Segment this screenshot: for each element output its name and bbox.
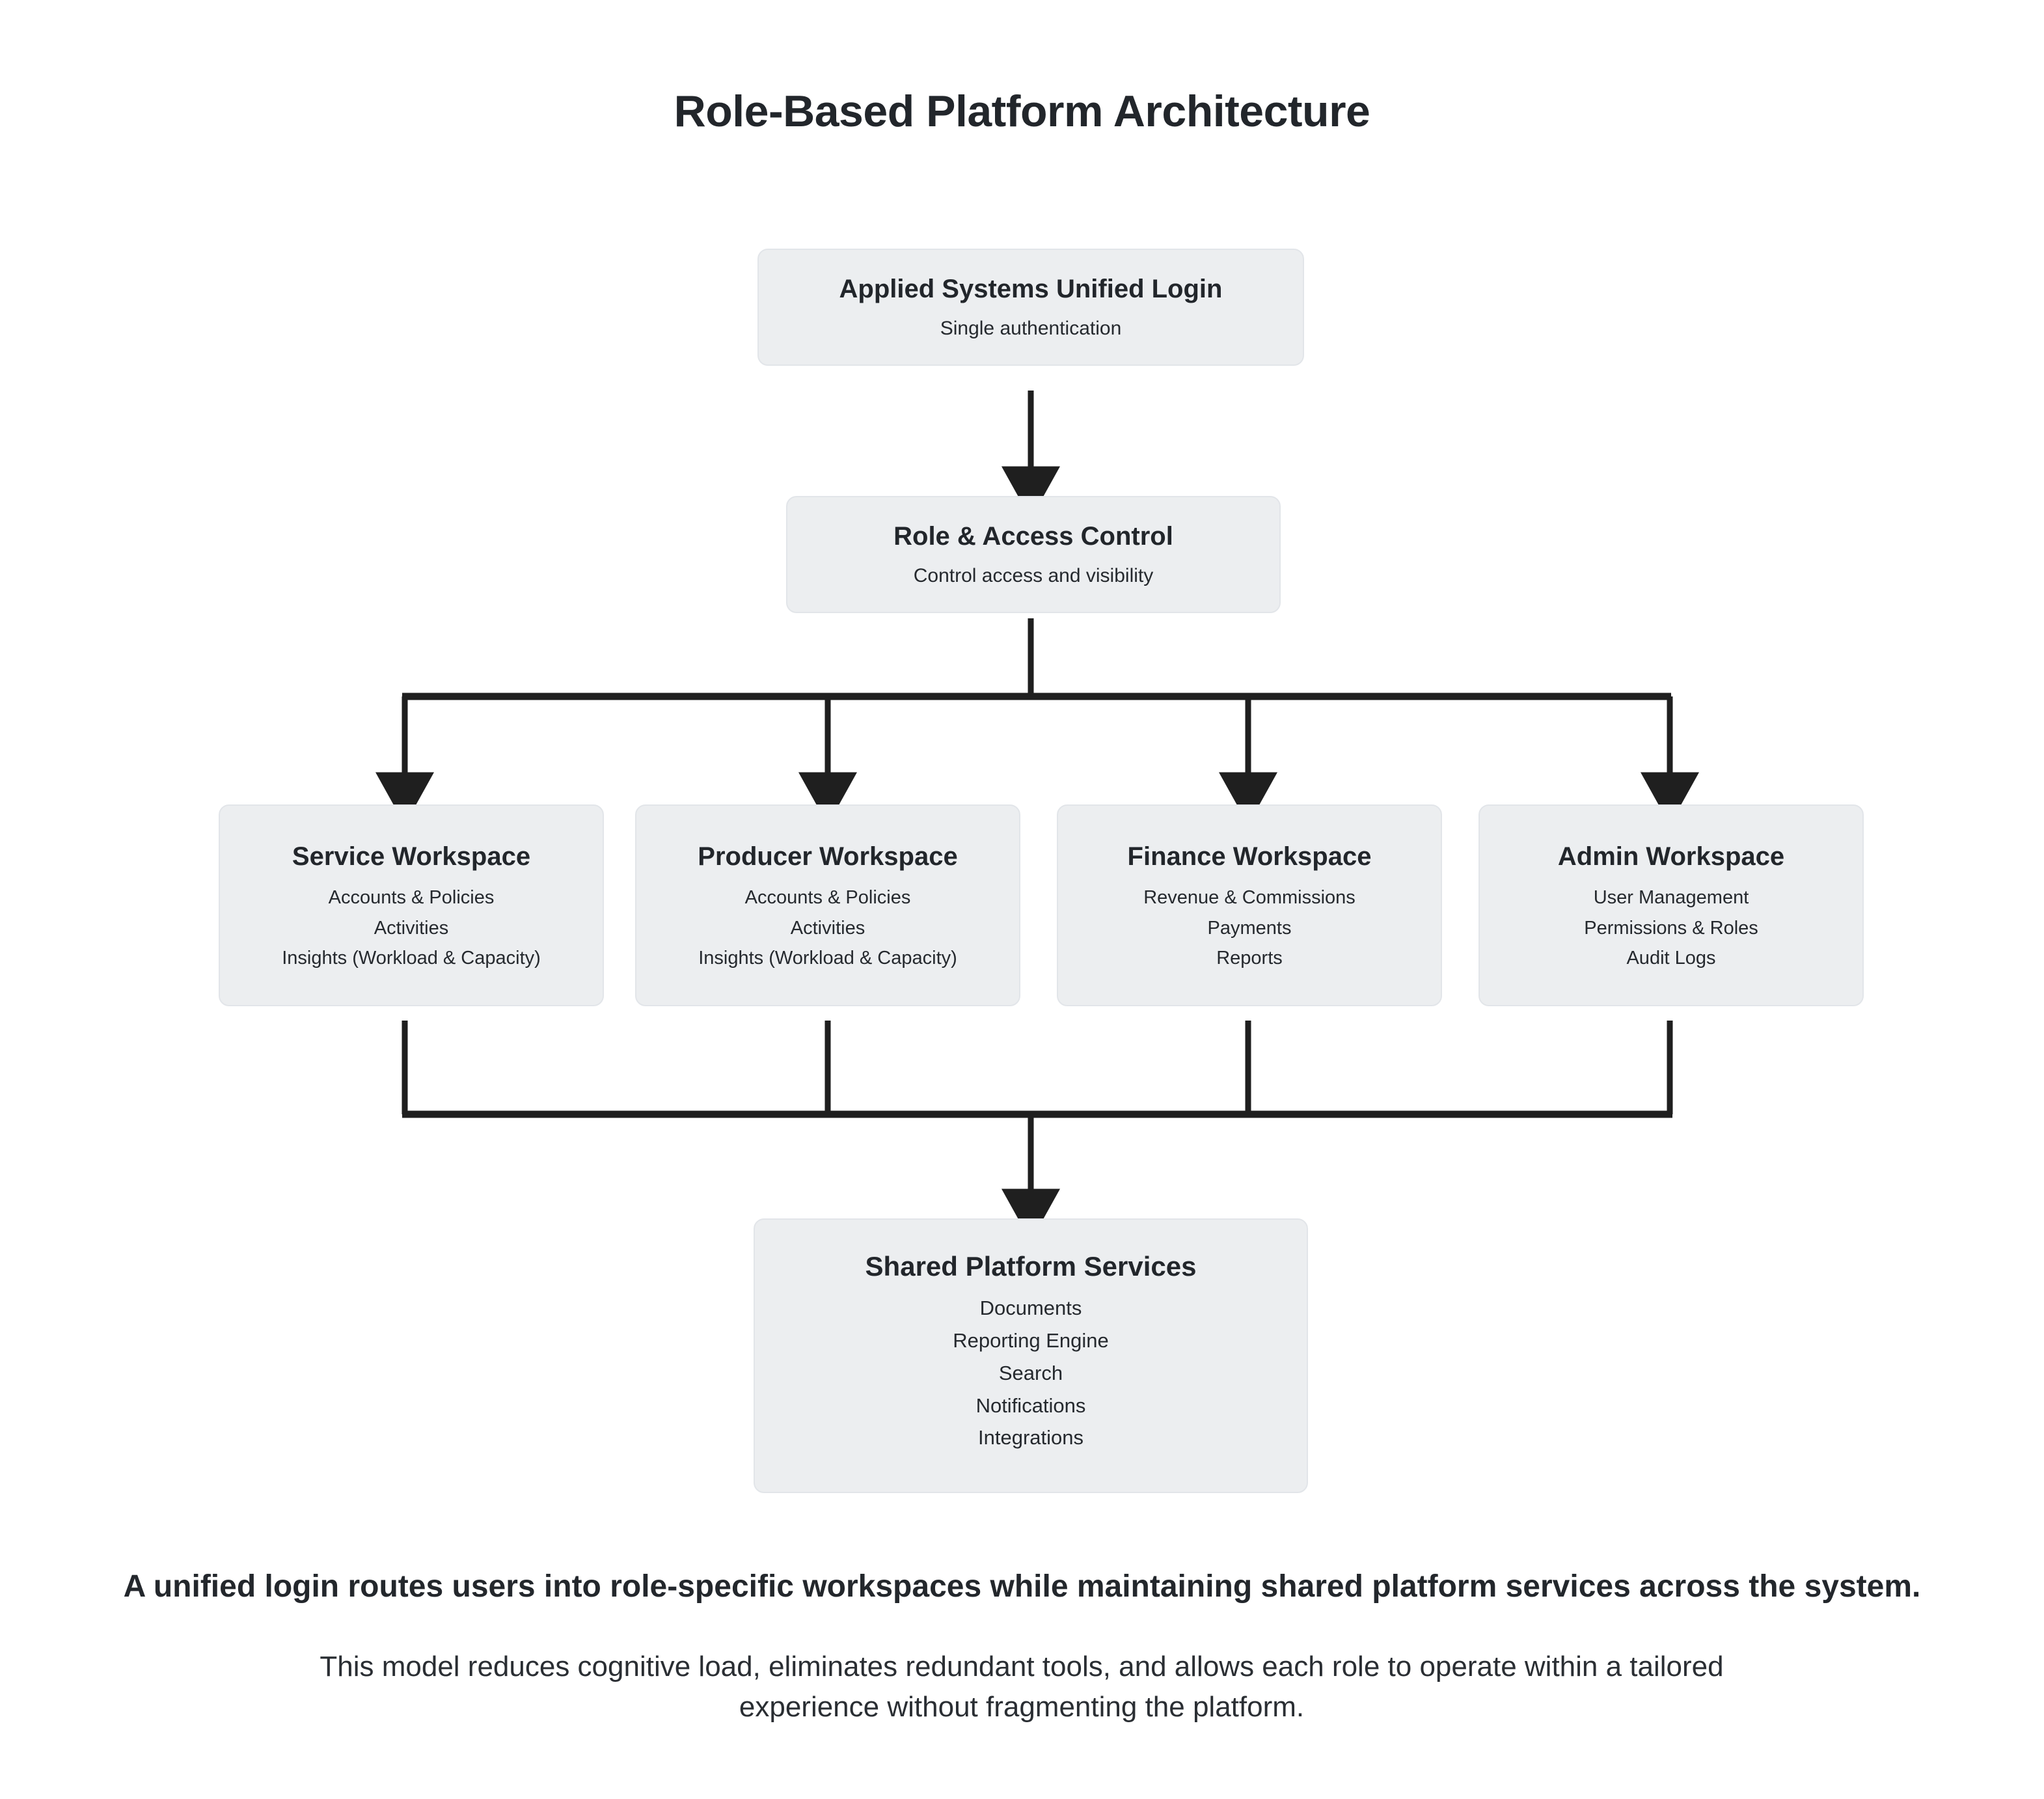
node-item: Search — [998, 1361, 1063, 1384]
node-title: Service Workspace — [292, 842, 531, 871]
node-item: Revenue & Commissions — [1143, 887, 1356, 909]
node-service-workspace[interactable]: Service Workspace Accounts & Policies Ac… — [219, 804, 604, 1006]
node-item: Reporting Engine — [953, 1329, 1109, 1353]
node-title: Role & Access Control — [893, 522, 1173, 551]
node-shared-platform-services[interactable]: Shared Platform Services Documents Repor… — [754, 1218, 1308, 1493]
node-item: Insights (Workload & Capacity) — [282, 948, 541, 969]
node-subtitle: Single authentication — [940, 318, 1122, 340]
node-title: Producer Workspace — [698, 842, 958, 871]
node-item: User Management — [1593, 887, 1749, 909]
node-title: Admin Workspace — [1557, 842, 1785, 871]
node-subtitle: Control access and visibility — [913, 565, 1154, 587]
page-title: Role-Based Platform Architecture — [674, 87, 1370, 136]
node-item: Notifications — [975, 1394, 1086, 1417]
node-item: Activities — [790, 917, 865, 939]
node-item: Documents — [979, 1297, 1082, 1320]
node-item: Payments — [1207, 917, 1292, 939]
node-applied-systems-unified-login[interactable]: Applied Systems Unified Login Single aut… — [757, 249, 1304, 366]
node-item: Accounts & Policies — [744, 887, 911, 909]
node-item: Integrations — [978, 1426, 1083, 1449]
node-role-and-access-control[interactable]: Role & Access Control Control access and… — [786, 496, 1281, 613]
node-admin-workspace[interactable]: Admin Workspace User Management Permissi… — [1478, 804, 1864, 1006]
caption-secondary: This model reduces cognitive load, elimi… — [320, 1651, 1724, 1723]
node-title: Shared Platform Services — [865, 1251, 1197, 1282]
node-title: Finance Workspace — [1127, 842, 1372, 871]
node-title: Applied Systems Unified Login — [839, 275, 1223, 304]
node-item: Reports — [1216, 948, 1283, 969]
node-item: Insights (Workload & Capacity) — [698, 948, 957, 969]
node-item: Accounts & Policies — [328, 887, 495, 909]
node-item: Audit Logs — [1626, 948, 1716, 969]
node-finance-workspace[interactable]: Finance Workspace Revenue & Commissions … — [1057, 804, 1442, 1006]
node-item: Permissions & Roles — [1584, 917, 1758, 939]
node-item: Activities — [374, 917, 449, 939]
node-producer-workspace[interactable]: Producer Workspace Accounts & Policies A… — [635, 804, 1020, 1006]
caption-primary: A unified login routes users into role-s… — [123, 1569, 1921, 1604]
